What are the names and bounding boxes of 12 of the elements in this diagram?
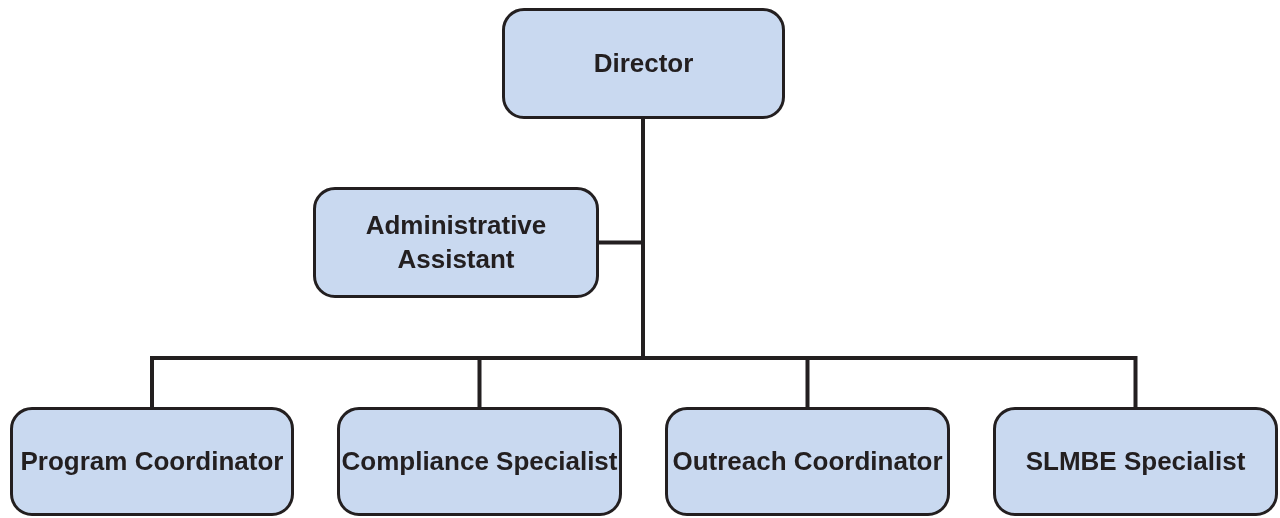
position-title: Outreach Coordinator: [672, 444, 943, 478]
position-title: Director: [593, 46, 694, 80]
position-box: [665, 407, 950, 516]
position-box: [313, 187, 599, 298]
position-box: [337, 407, 622, 516]
position-box: [502, 8, 785, 119]
position-box: [10, 407, 294, 516]
position-title: Program Coordinator: [20, 444, 284, 478]
position-title: Compliance Specialist: [341, 444, 618, 478]
position-box: [993, 407, 1278, 516]
position-title: Administrative Assistant: [364, 208, 548, 276]
position-title: SLMBE Specialist: [1025, 444, 1246, 478]
